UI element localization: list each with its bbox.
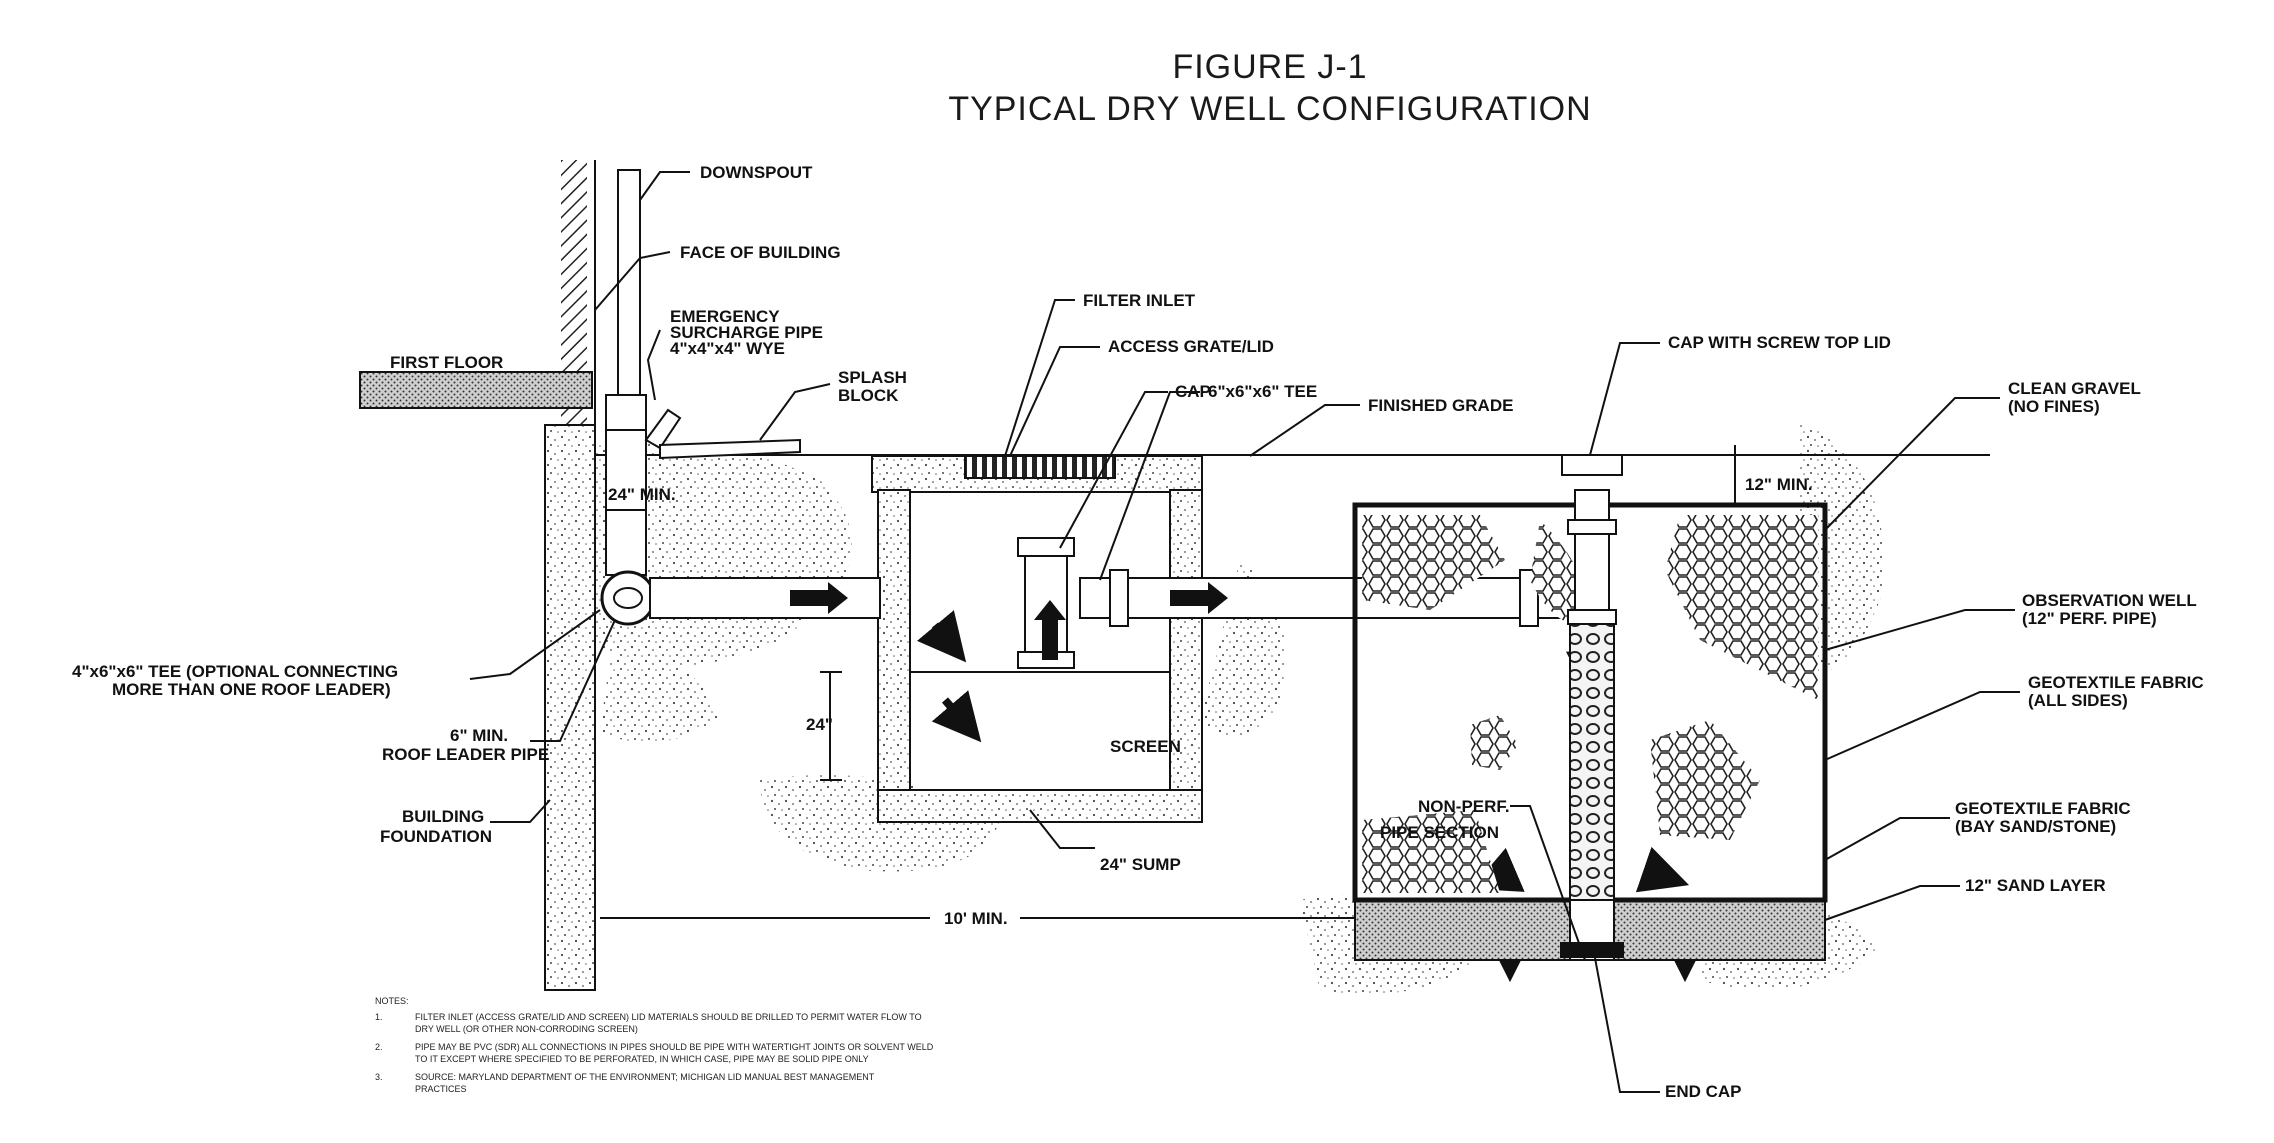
label-nonperf-1: NON-PERF.: [1418, 797, 1510, 816]
notes-block: NOTES: 1. FILTER INLET (ACCESS GRATE/LID…: [375, 996, 934, 1094]
gravel-fill: [1362, 515, 1505, 610]
screw-cap: [1561, 454, 1623, 476]
label-splash-1: SPLASH: [838, 368, 907, 387]
note-3-line-1: SOURCE: MARYLAND DEPARTMENT OF THE ENVIR…: [415, 1072, 875, 1082]
cleanout-riser: [1574, 489, 1610, 616]
label-emergency-1: EMERGENCY: [670, 307, 780, 326]
label-geo-all-2: (ALL SIDES): [2028, 691, 2128, 710]
label-cap-screw: CAP WITH SCREW TOP LID: [1668, 333, 1891, 352]
note-2-line-1: PIPE MAY BE PVC (SDR) ALL CONNECTIONS IN…: [415, 1042, 934, 1052]
first-floor-slab: [359, 371, 593, 409]
note-3-number: 3.: [375, 1072, 383, 1082]
end-cap: [1560, 942, 1624, 958]
label-geo-all-1: GEOTEXTILE FABRIC: [2028, 673, 2204, 692]
label-downspout: DOWNSPOUT: [700, 163, 813, 182]
leader-lines: [469, 171, 2020, 1093]
access-grate: [964, 455, 1116, 479]
label-roof-2: ROOF LEADER PIPE: [382, 745, 549, 764]
label-splash-2: BLOCK: [838, 386, 899, 405]
label-face-of-building: FACE OF BUILDING: [680, 243, 841, 262]
notes-header: NOTES:: [375, 996, 409, 1006]
label-bldg-2: FOUNDATION: [380, 827, 492, 846]
label-geo-bay-2: (BAY SAND/STONE): [1955, 817, 2116, 836]
label-roof-1: 6" MIN.: [450, 726, 508, 745]
label-emergency-3: 4"x4"x4" WYE: [670, 339, 785, 358]
note-2-number: 2.: [375, 1042, 383, 1052]
label-tee-opt-2: MORE THAN ONE ROOF LEADER): [112, 680, 391, 699]
label-sump: 24" SUMP: [1100, 855, 1181, 874]
label-end-cap: END CAP: [1665, 1082, 1742, 1101]
outlet-pipe: [1079, 577, 1561, 619]
label-tee: 6"x6"x6" TEE: [1208, 382, 1317, 401]
label-first-floor: FIRST FLOOR: [390, 353, 503, 372]
tee-cap: [1017, 537, 1075, 557]
label-sump-24: 24": [806, 715, 833, 734]
label-filter-inlet: FILTER INLET: [1083, 291, 1196, 310]
note-2-line-2: TO IT EXCEPT WHERE SPECIFIED TO BE PERFO…: [415, 1054, 869, 1064]
downspout-pipe: [617, 169, 641, 416]
figure-subtitle: TYPICAL DRY WELL CONFIGURATION: [948, 90, 1591, 128]
figure-title: FIGURE J-1: [1172, 48, 1367, 86]
label-bldg-1: BUILDING: [402, 807, 484, 826]
label-emergency-2: SURCHARGE PIPE: [670, 323, 823, 342]
note-1-line-2: DRY WELL (OR OTHER NON-CORRODING SCREEN): [415, 1024, 638, 1034]
label-sand-layer: 12" SAND LAYER: [1965, 876, 2106, 895]
filter-inlet-structure: [820, 455, 1203, 823]
roof-leader-pipe: [605, 394, 647, 576]
note-3-line-2: PRACTICES: [415, 1084, 467, 1094]
dry-well: [1352, 454, 1828, 961]
label-finished-grade: FINISHED GRADE: [1368, 396, 1513, 415]
label-min12: 12" MIN.: [1745, 475, 1813, 494]
label-tee-opt-1: 4"x6"x6" TEE (OPTIONAL CONNECTING: [72, 662, 398, 681]
label-geo-bay-1: GEOTEXTILE FABRIC: [1955, 799, 2131, 818]
label-clean-gravel-1: CLEAN GRAVEL: [2008, 379, 2141, 398]
label-access-grate: ACCESS GRATE/LID: [1108, 337, 1274, 356]
label-clean-gravel-2: (NO FINES): [2008, 397, 2100, 416]
splash-block: [659, 438, 801, 460]
label-obs-well-1: OBSERVATION WELL: [2022, 591, 2197, 610]
note-1-number: 1.: [375, 1012, 383, 1022]
note-1-line-1: FILTER INLET (ACCESS GRATE/LID AND SCREE…: [415, 1012, 922, 1022]
label-nonperf-2: PIPE SECTION: [1380, 823, 1499, 842]
label-distance: 10' MIN.: [944, 909, 1008, 928]
building-foundation: [544, 424, 596, 991]
label-min24: 24" MIN.: [608, 485, 676, 504]
observation-well: [1569, 614, 1615, 901]
label-obs-well-2: (12" PERF. PIPE): [2022, 609, 2157, 628]
label-cap: CAP: [1175, 382, 1211, 401]
label-screen: SCREEN: [1110, 737, 1181, 756]
emergency-wye: [644, 408, 682, 450]
